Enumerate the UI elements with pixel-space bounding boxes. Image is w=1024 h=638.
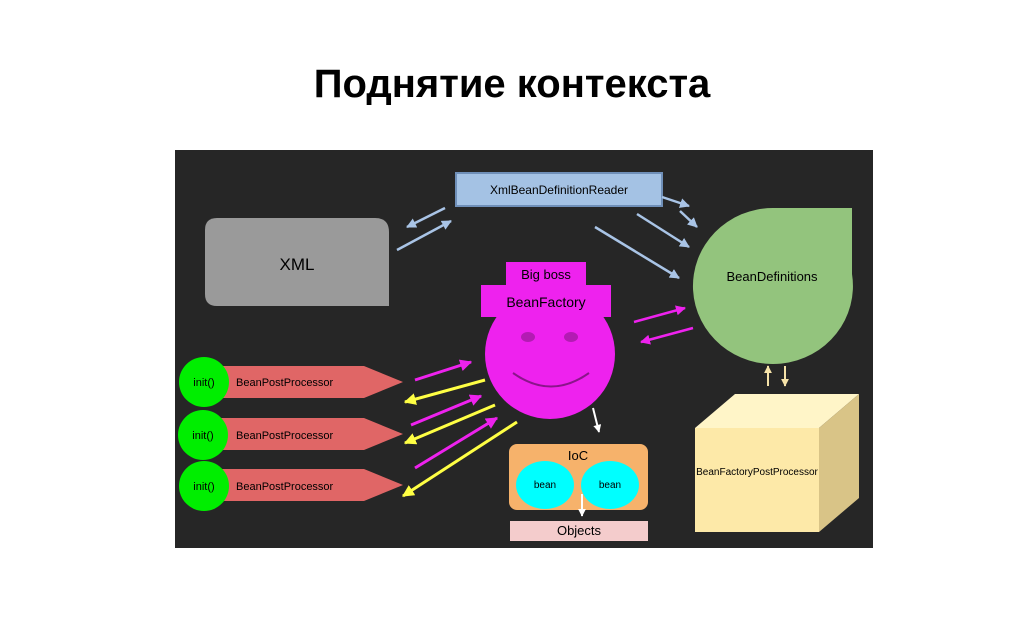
- init-label-2: init(): [192, 430, 213, 442]
- bpp-row-3: BeanPostProcessor init(): [179, 461, 403, 511]
- bean-factory-label: BeanFactory: [506, 294, 585, 310]
- bean-definitions-label: BeanDefinitions: [726, 269, 818, 284]
- init-label-3: init(): [193, 481, 214, 493]
- slide-title: Поднятие контекста: [313, 62, 711, 106]
- bean-factory-face: BeanFactory: [481, 285, 615, 419]
- bean-factory-post-processor-cube: BeanFactoryPostProcessor: [695, 394, 859, 532]
- xml-box: XML: [205, 218, 389, 306]
- bean-factory-post-processor-label: BeanFactoryPostProcessor: [696, 467, 818, 478]
- objects-label: Objects: [557, 523, 602, 538]
- big-boss-label: Big boss: [521, 267, 571, 282]
- bean-label-1: bean: [534, 480, 556, 491]
- bean-definitions-leaf: BeanDefinitions: [692, 207, 853, 364]
- reader-arrows: [396, 195, 698, 280]
- xml-bean-definition-reader-label: XmlBeanDefinitionReader: [490, 183, 628, 197]
- bpp-label-2: BeanPostProcessor: [236, 430, 334, 442]
- factory-ioc-arrow: [592, 407, 602, 433]
- face-smile: [512, 372, 590, 388]
- init-label-1: init(): [193, 377, 214, 389]
- face-right-eye: [564, 332, 578, 342]
- init-circle-2: [178, 410, 228, 460]
- init-circle-1: [179, 357, 229, 407]
- factory-bpp-arrows: [401, 359, 518, 498]
- context-startup-diagram: XmlBeanDefinitionReader XML BeanDefiniti…: [175, 150, 873, 548]
- bean-bubble-1: [516, 461, 574, 509]
- init-circle-3: [179, 461, 229, 511]
- objects-box: Objects: [510, 521, 648, 541]
- xml-bean-definition-reader-box: XmlBeanDefinitionReader: [455, 172, 663, 207]
- face-left-eye: [521, 332, 535, 342]
- bpp-row-2: BeanPostProcessor init(): [178, 410, 403, 460]
- definitions-cube-arrows: [764, 365, 789, 387]
- ioc-label: IoC: [568, 448, 588, 463]
- bpp-row-1: BeanPostProcessor init(): [179, 357, 403, 407]
- bpp-label-3: BeanPostProcessor: [236, 481, 334, 493]
- xml-label: XML: [280, 255, 315, 274]
- bpp-label-1: BeanPostProcessor: [236, 377, 334, 389]
- bean-label-2: bean: [599, 480, 621, 491]
- ioc-container: IoC bean bean: [509, 444, 648, 510]
- factory-definitions-arrows: [633, 305, 694, 345]
- big-boss-hat: Big boss: [506, 262, 586, 286]
- bean-bubble-2: [581, 461, 639, 509]
